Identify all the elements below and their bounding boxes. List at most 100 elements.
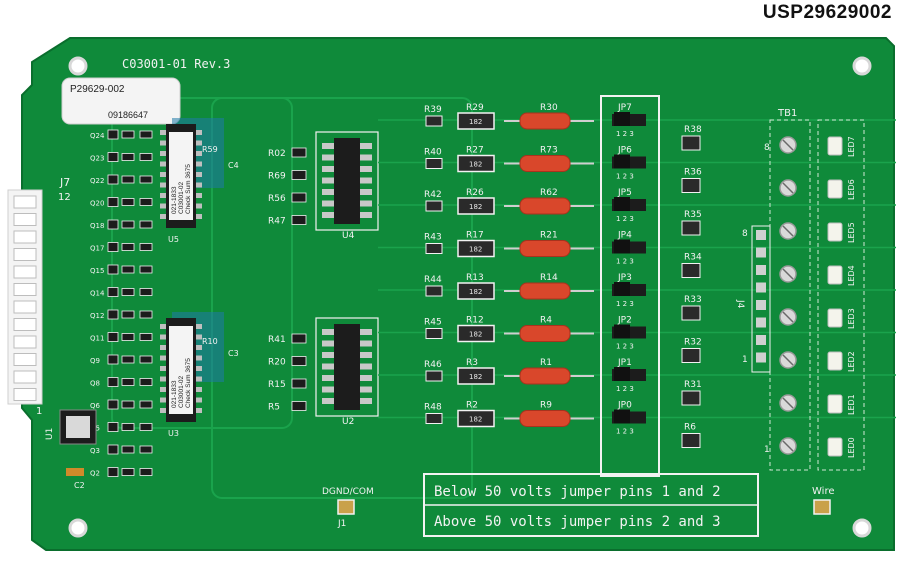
cap-label: R10: [202, 337, 218, 346]
smd-resistor: [457, 154, 495, 173]
smd-resistor: [457, 239, 495, 258]
resistor-value: 182: [469, 118, 482, 126]
header-pin: [756, 300, 766, 310]
chip-pin: [360, 154, 372, 161]
jumper-label: JP2: [617, 316, 632, 326]
transistor: [107, 444, 119, 455]
smd-resistor: [291, 147, 307, 158]
transistor-label: Q6: [90, 402, 101, 410]
resistor-value: 182: [469, 161, 482, 169]
smd-resistor: [139, 153, 153, 161]
connector-pin: [13, 318, 37, 331]
screw-slot: [782, 440, 794, 452]
resistor-label: R44: [424, 275, 442, 285]
mounting-hole: [852, 518, 872, 538]
transistor-label: Q3: [90, 447, 100, 455]
resistor-label: R3: [466, 358, 478, 368]
led-block-outline: [817, 119, 865, 471]
chip-pin: [196, 203, 202, 209]
jumper-shunt: [614, 324, 630, 339]
led-label: LED0: [847, 437, 856, 458]
resistor-label: R36: [684, 168, 702, 178]
chip-pin: [196, 193, 202, 198]
smd-resistor: [139, 220, 153, 229]
chip-label-line: 021-1833: [171, 186, 178, 214]
mounting-hole: [852, 56, 872, 76]
chip-pin: [360, 189, 372, 195]
chip-pin: [196, 324, 202, 329]
chip-pin: [360, 200, 372, 207]
transistor-label: Q14: [90, 290, 105, 298]
resistor-value: 182: [469, 416, 482, 424]
resistor-label: R48: [424, 403, 442, 413]
resistor-label: R9: [540, 401, 552, 411]
copper-region: [111, 97, 293, 429]
smd-resistor: [425, 158, 443, 169]
led: [827, 136, 843, 156]
resistor-label: R31: [684, 380, 702, 390]
resistor-label: R69: [268, 172, 286, 182]
smd-resistor: [425, 285, 443, 297]
chip-ref: U2: [342, 417, 354, 427]
smd-resistor: [681, 390, 701, 406]
resistor-label: R43: [424, 233, 442, 243]
smd-resistor: [291, 215, 307, 225]
transistor: [107, 197, 119, 207]
resistor-value: 182: [469, 246, 482, 254]
smd-resistor: [139, 333, 153, 341]
smd-resistor: [139, 175, 153, 184]
chip-u4: U4: [315, 131, 379, 241]
smd-resistor: [681, 263, 701, 278]
chip-pin: [196, 140, 202, 146]
chip-pin: [160, 203, 166, 209]
chip-pin: [322, 189, 334, 195]
mounting-hole: [68, 518, 88, 538]
transistor: [107, 377, 119, 387]
screw-slot: [782, 268, 794, 280]
smd-resistor: [425, 243, 443, 254]
connector-pin: [13, 265, 37, 279]
chip-pin: [160, 214, 166, 219]
smd-resistor: [457, 409, 495, 428]
chip-pin: [196, 366, 202, 371]
transistor: [107, 309, 119, 320]
chip-ref: U3: [168, 429, 179, 438]
chip-pin: [322, 363, 334, 370]
chip-u1-label: [66, 416, 90, 438]
resistor-label: R27: [466, 146, 484, 156]
smd-resistor: [121, 288, 135, 296]
led-label: LED2: [847, 351, 856, 372]
chip-pin: [196, 161, 202, 167]
ground-ref: J1: [337, 519, 346, 529]
chip-pin: [322, 398, 334, 404]
header-pin: [756, 335, 766, 345]
resistor-label: R56: [268, 194, 286, 204]
chip-pin: [196, 130, 202, 135]
chip-pin: [322, 386, 334, 393]
chip-pin: [322, 375, 334, 381]
header-pin: [756, 265, 766, 275]
board-revision: C03001-01 Rev.3: [122, 57, 230, 71]
chip-pin: [196, 408, 202, 413]
jumper-label: JP3: [617, 273, 632, 283]
chip-ref-u1: U1: [45, 428, 55, 440]
chip-pin: [160, 408, 166, 413]
screw-slot: [782, 139, 794, 151]
jumper-pins: 1 2 3: [616, 300, 634, 308]
resistor-label: R5: [268, 403, 280, 413]
smd-resistor: [291, 356, 307, 366]
resistor-label: R62: [540, 188, 558, 198]
led: [827, 308, 843, 328]
transistor-column: Q24Q23Q22Q20Q18Q17Q15Q14Q12Q11Q9Q8Q6Q5Q3…: [90, 129, 153, 478]
through-hole-resistor: [519, 240, 571, 257]
led-label: LED6: [847, 179, 856, 200]
smd-resistor: [291, 192, 307, 203]
smd-resistor: [457, 197, 495, 215]
resistor-label: R41: [268, 335, 286, 345]
smd-resistor: [681, 220, 701, 236]
transistor: [107, 242, 119, 252]
jumper-label: JP4: [617, 231, 632, 241]
